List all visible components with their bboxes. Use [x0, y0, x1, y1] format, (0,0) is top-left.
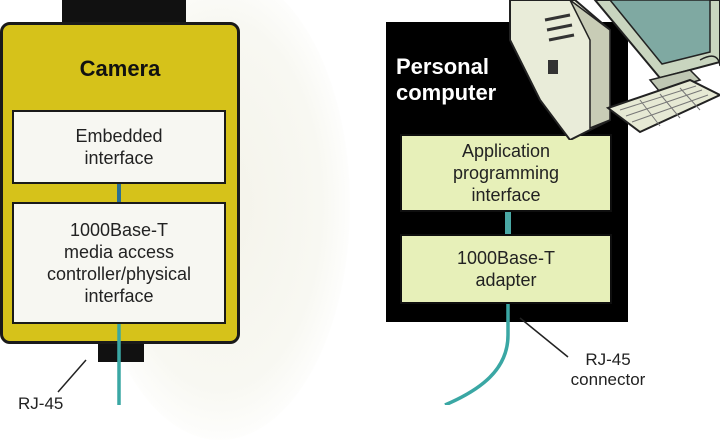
- mac-phy-interface-box: 1000Base-T media access controller/physi…: [12, 202, 226, 324]
- pc-rj45-leader: [519, 317, 569, 358]
- pc-cable: [444, 304, 510, 405]
- camera-internal-link: [117, 184, 121, 204]
- camera-title: Camera: [79, 56, 161, 81]
- camera-rj45-leader: [57, 359, 87, 393]
- cable-layer: [57, 304, 569, 405]
- adapter-box: 1000Base-T adapter: [400, 234, 612, 304]
- api-box: Application programming interface: [400, 134, 612, 212]
- camera-rj45-port: [98, 344, 144, 362]
- camera-rj45-label: RJ-45: [18, 394, 64, 413]
- embedded-interface-box: Embedded interface: [12, 110, 226, 184]
- pc-rj45-label: RJ-45 connector: [570, 350, 646, 389]
- desktop-computer-icon: [509, 0, 720, 140]
- pc-internal-link: [505, 212, 511, 236]
- pc-title: Personal computer: [396, 54, 497, 105]
- camera-mount: [62, 0, 186, 24]
